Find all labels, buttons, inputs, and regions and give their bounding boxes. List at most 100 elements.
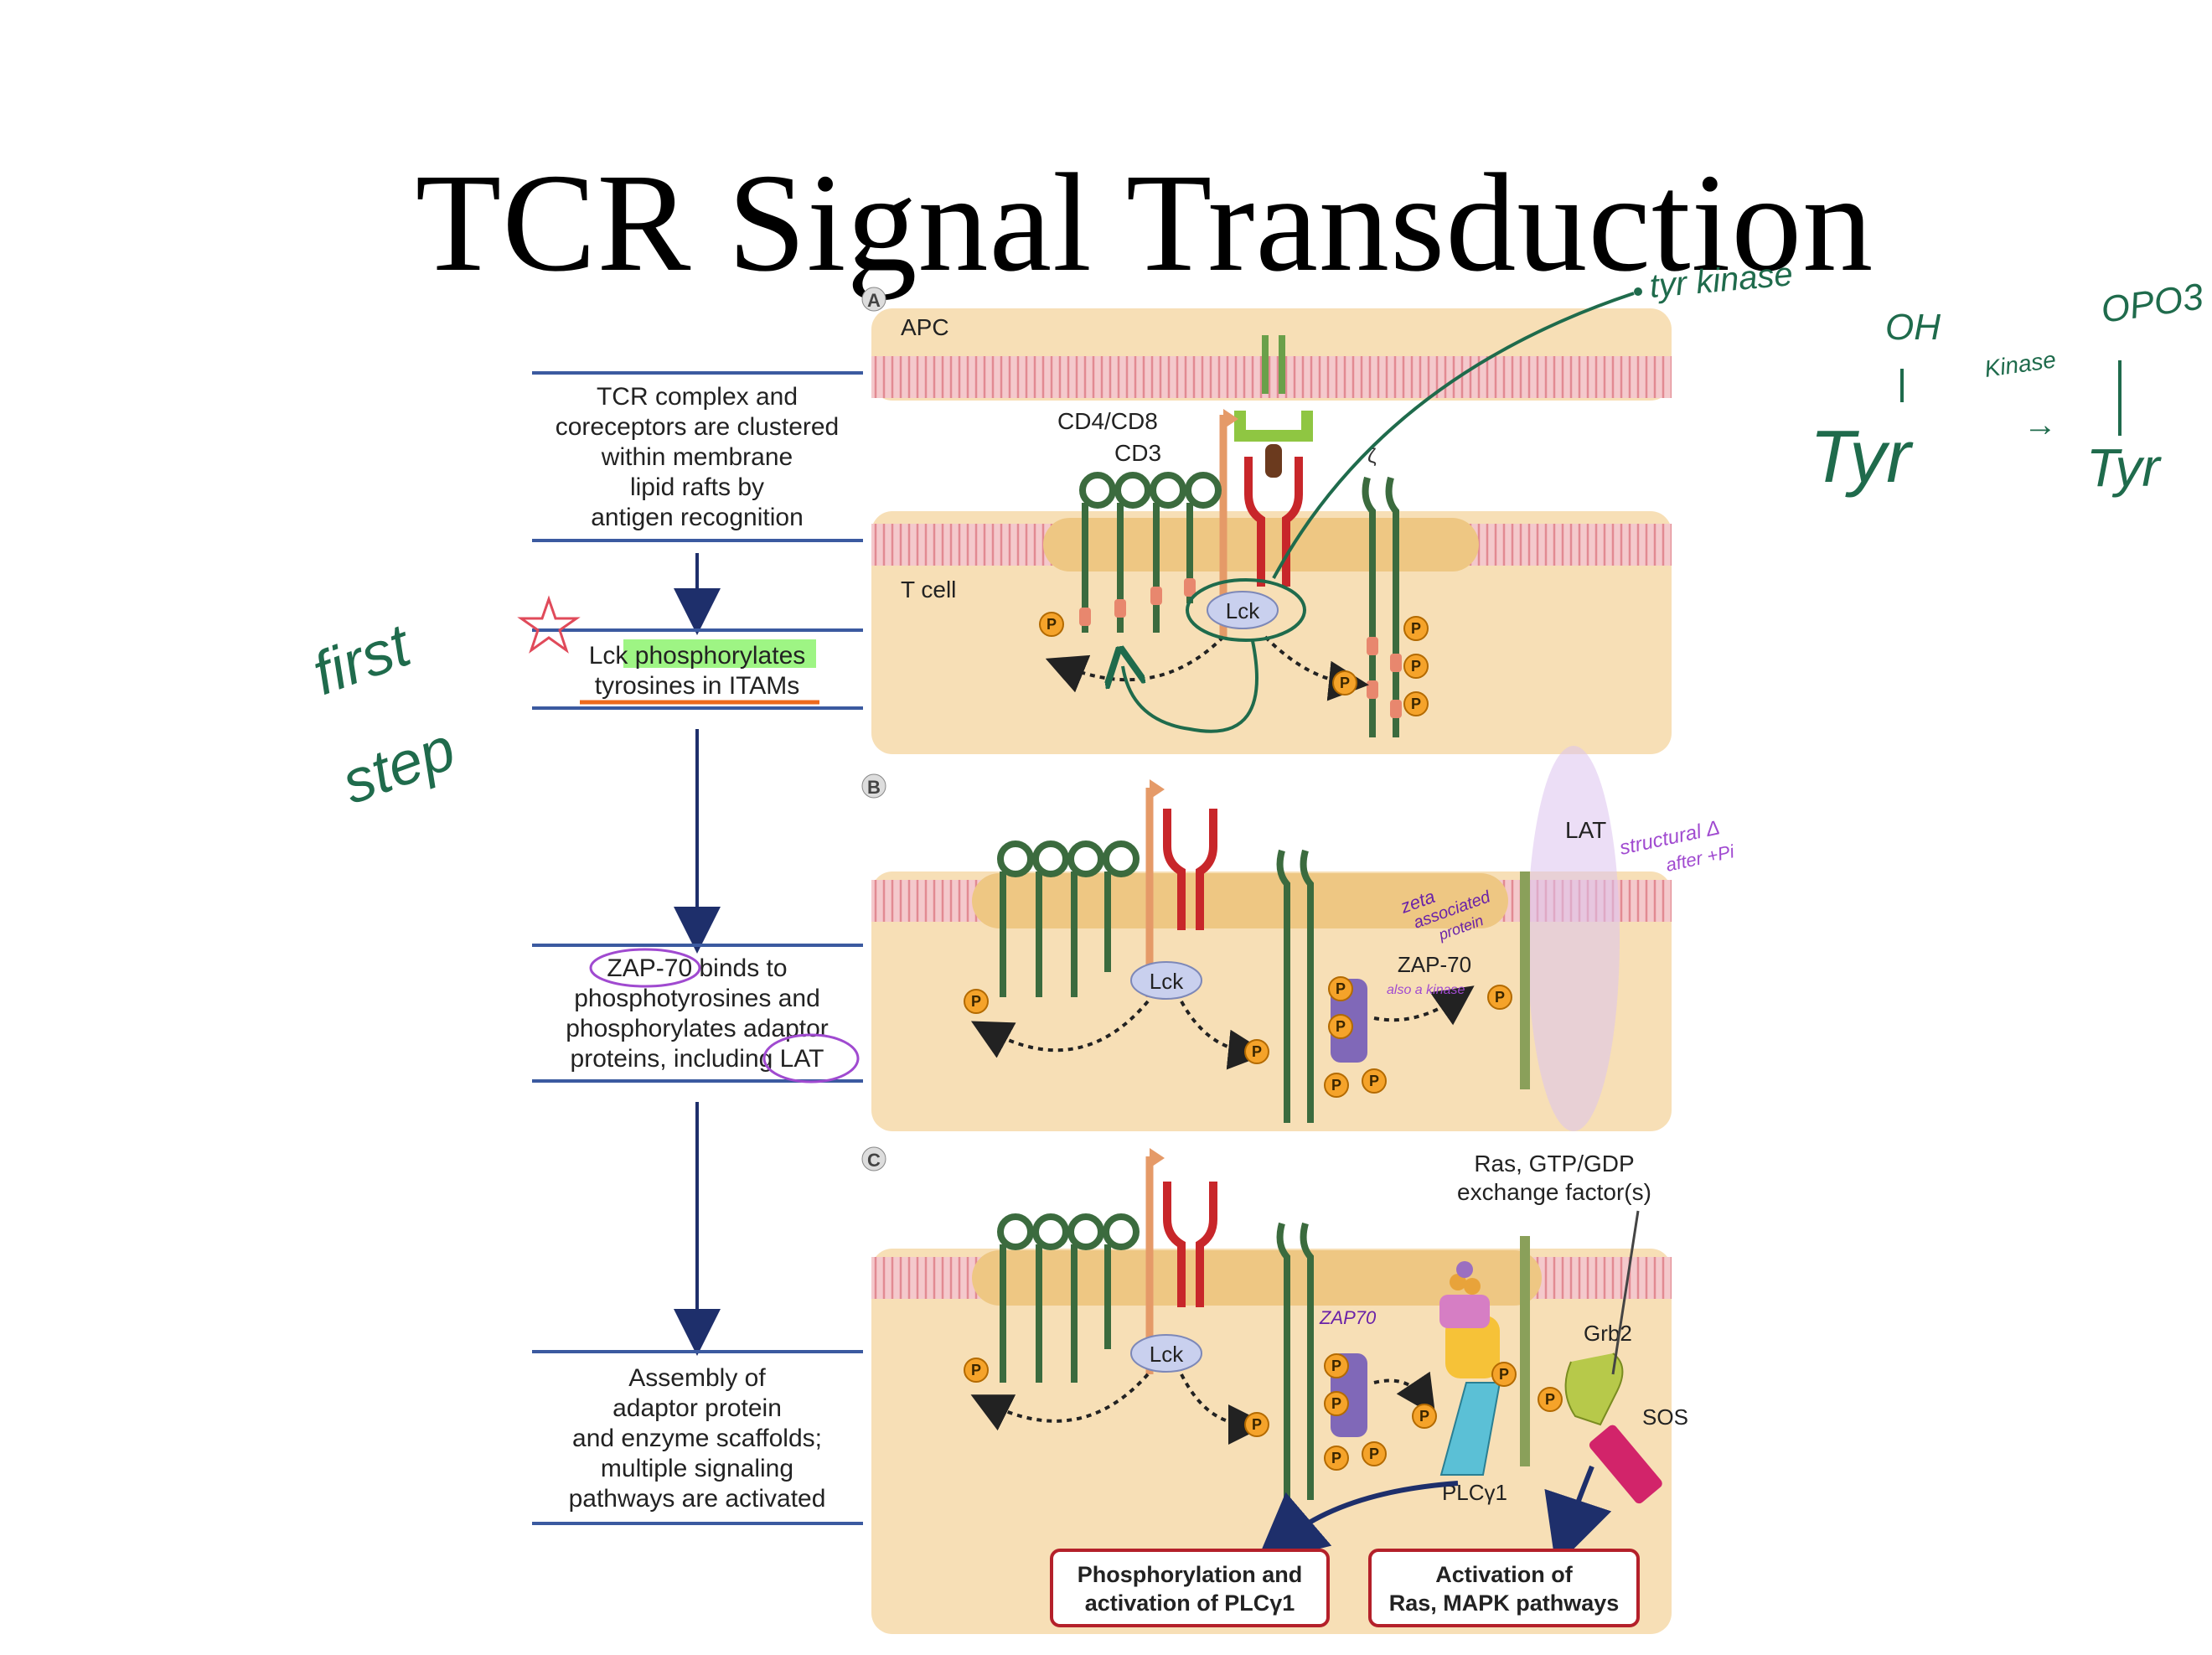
panel-c-letter: C — [867, 1150, 881, 1171]
peptide — [1265, 444, 1282, 478]
cd3-label: CD3 — [1114, 440, 1161, 466]
lck-c-label: Lck — [1150, 1342, 1184, 1367]
svg-text:P: P — [1252, 1043, 1262, 1060]
svg-text:P: P — [1499, 1366, 1509, 1383]
phospho-groups — [964, 1353, 1563, 1471]
apc-membrane — [871, 356, 1672, 398]
purple-circle-lat — [762, 1033, 860, 1084]
plc-head — [1445, 1316, 1500, 1378]
t-cell-cytoplasm — [871, 511, 1672, 754]
svg-text:P: P — [1252, 1416, 1262, 1433]
highlight-marker — [623, 639, 816, 668]
tcr — [1163, 809, 1217, 930]
svg-text:P: P — [1340, 675, 1350, 691]
purple-circle-zap70 — [589, 948, 701, 988]
panel-a: A APC T cell CD4/CD8 CD3 — [861, 287, 1672, 754]
step-2-line-2: tyrosines in ITAMs — [595, 672, 800, 700]
step-1-line-3: within membrane — [601, 443, 793, 471]
lat-label: LAT — [1565, 817, 1606, 843]
note-tyr-1: Tyr — [1810, 415, 1914, 498]
note-first: first — [304, 611, 421, 708]
panel-b-letter: B — [867, 777, 881, 798]
svg-text:P: P — [971, 993, 981, 1010]
grb2-label: Grb2 — [1584, 1321, 1632, 1346]
output-plc-line-2: activation of PLCγ1 — [1085, 1590, 1295, 1616]
zap70-b-label: ZAP-70 — [1398, 952, 1471, 977]
lck-a — [1207, 591, 1279, 629]
sos — [1589, 1425, 1662, 1504]
apc-label: APC — [901, 314, 949, 340]
step-3-line-4: proteins, including LAT — [571, 1045, 824, 1073]
output-plc-line-1: Phosphorylation and — [1078, 1562, 1303, 1587]
note-oh: OH — [1885, 307, 1941, 348]
svg-text:P: P — [1411, 658, 1421, 675]
svg-text:P: P — [1495, 989, 1505, 1006]
zeta-chain — [1276, 1222, 1314, 1500]
output-ras-line-1: Activation of — [1435, 1562, 1574, 1587]
output-ras-line-2: Ras, MAPK pathways — [1389, 1590, 1620, 1616]
coreceptor-label: CD4/CD8 — [1057, 408, 1158, 434]
svg-text:P: P — [1331, 1395, 1341, 1412]
note-step: step — [333, 715, 463, 817]
svg-text:P: P — [1369, 1446, 1379, 1462]
phospho-groups — [1039, 612, 1429, 716]
svg-text:P: P — [1419, 1408, 1429, 1425]
pen-arrow-to-tyr-kinase — [1272, 292, 1635, 579]
step-1-line-1: TCR complex and — [597, 383, 798, 411]
step-4-line-4: multiple signaling — [601, 1455, 793, 1482]
output-box-plc — [1050, 1549, 1330, 1627]
note-tyr-kinase: tyr kinase — [1648, 256, 1794, 305]
phospho-groups — [964, 976, 1512, 1098]
note-opo3: OPO3 — [2099, 276, 2206, 331]
zeta-label: ζ — [1367, 445, 1377, 468]
step-4-line-2: adaptor protein — [612, 1394, 782, 1422]
output-box-ras — [1368, 1549, 1640, 1627]
pip2-complex — [1439, 1295, 1490, 1328]
cd3-complex — [997, 1213, 1140, 1383]
sos-label: SOS — [1642, 1404, 1688, 1430]
lck-c — [1130, 1334, 1202, 1373]
panel-a-letter: A — [867, 290, 881, 311]
zeta-chain — [1276, 849, 1314, 1123]
step-4-line-1: Assembly of — [628, 1364, 766, 1392]
svg-text:P: P — [1047, 616, 1057, 633]
tcr — [1163, 1182, 1217, 1307]
step-3-line-2: phosphotyrosines and — [574, 985, 820, 1012]
note-also-kinase: also a kinase — [1387, 983, 1465, 997]
phosphorylation-arrow — [1045, 635, 1225, 693]
svg-text:P: P — [1331, 1358, 1341, 1374]
step-column: TCR complex and coreceptors are clustere… — [532, 371, 863, 1525]
panel-b: B Lck ZAP-70 LAT — [861, 746, 1672, 1131]
zeta-chain — [1362, 476, 1399, 737]
note-arrow: → — [2023, 406, 2057, 443]
panel-c: C Lck PLCγ1 — [861, 1146, 1688, 1634]
svg-text:P: P — [1331, 1077, 1341, 1094]
lipid-raft — [972, 1250, 1542, 1306]
mhc — [1262, 335, 1285, 394]
peptide-mhc — [1234, 411, 1313, 442]
lck-a-label: Lck — [1226, 598, 1260, 623]
t-cell-label: T cell — [901, 577, 956, 603]
step-1-line-2: coreceptors are clustered — [556, 413, 840, 441]
lat-highlight — [1527, 746, 1620, 1131]
note-zap70: ZAP70 — [1319, 1307, 1377, 1328]
svg-text:P: P — [971, 1362, 981, 1378]
svg-text:P: P — [1336, 1018, 1346, 1035]
note-kinase: Kinase — [1983, 346, 2058, 382]
step-4-line-5: pathways are activated — [569, 1485, 826, 1513]
step-1-line-4: lipid rafts by — [630, 473, 764, 501]
step-3-line-1: ZAP-70 binds to — [607, 954, 787, 982]
plc-gamma1 — [1439, 1382, 1501, 1476]
lck-b — [1130, 961, 1202, 1000]
ras-label-2: exchange factor(s) — [1457, 1179, 1651, 1205]
svg-text:P: P — [1411, 620, 1421, 637]
tcr — [1244, 457, 1303, 587]
svg-text:P: P — [1336, 980, 1346, 997]
pen-loop-arrow — [1123, 640, 1258, 733]
lck-b-label: Lck — [1150, 969, 1184, 994]
svg-text:P: P — [1545, 1391, 1555, 1408]
svg-text:P: P — [1411, 696, 1421, 712]
step-1-line-5: antigen recognition — [591, 504, 804, 531]
phosphorylation-arrow — [1264, 635, 1369, 701]
